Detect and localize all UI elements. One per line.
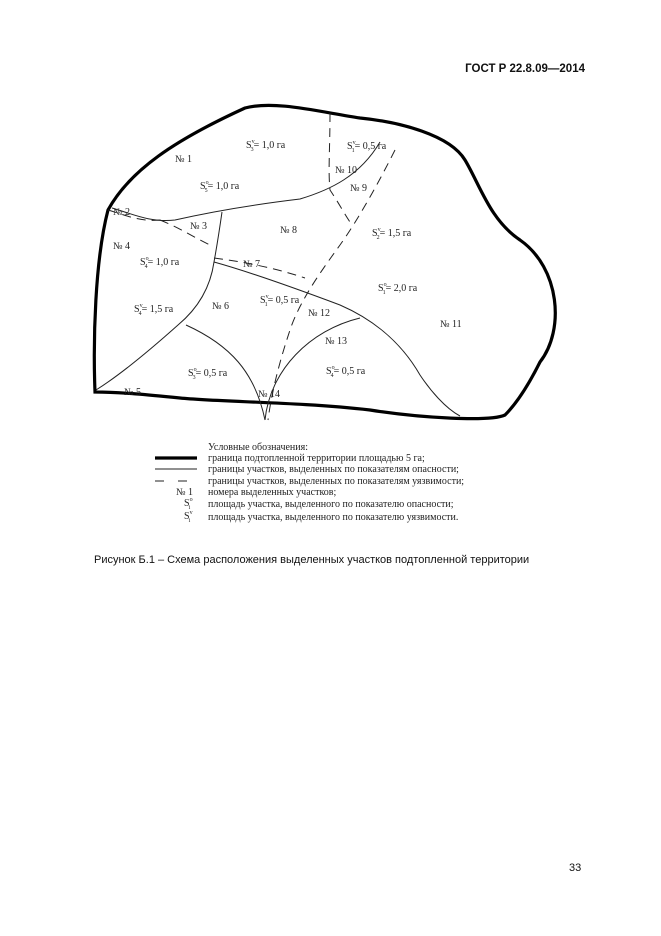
hazard-boundaries: [95, 141, 461, 421]
parcel-label-9: № 9: [350, 183, 367, 194]
vuln-line-n2: [107, 209, 161, 221]
legend-item-text: площадь участка, выделенного по показате…: [208, 499, 454, 510]
parcel-label-10: № 10: [335, 165, 357, 176]
legend-item-text: границы участков, выделенных по показате…: [208, 464, 459, 475]
hazard-line-center-vertical: [95, 211, 223, 391]
hazard-line-top: [111, 141, 381, 222]
hazard-line-middle: [213, 261, 461, 417]
standard-header: ГОСТ Р 22.8.09—2014: [465, 63, 585, 75]
parcel-labels: № 1 № 2 № 3 № 4 № 5 № 6 № 7 № 8 № 9 № 10…: [113, 154, 462, 400]
parcel-label-2: № 2: [113, 207, 130, 218]
figure-caption: Рисунок Б.1 – Схема расположения выделен…: [94, 554, 530, 566]
vuln-line-vertical: [328, 112, 351, 223]
vuln-line-n3: [159, 219, 211, 246]
parcel-label-8: № 8: [280, 225, 297, 236]
parcel-label-3: № 3: [190, 221, 207, 232]
flooded-territory-boundary: [92, 103, 557, 421]
vuln-line-n7: [213, 257, 306, 279]
page-number: 33: [569, 862, 582, 874]
legend-item-text: граница подтопленной территории площадью…: [208, 453, 425, 464]
parcel-label-7: № 7: [243, 259, 260, 270]
vulnerability-boundaries: [107, 112, 396, 421]
legend-item-text: границы участков, выделенных по показате…: [208, 476, 464, 487]
parcel-label-13: № 13: [325, 336, 347, 347]
flood-zone-map-figure: № 1 № 2 № 3 № 4 № 5 № 6 № 7 № 8 № 9 № 10…: [92, 103, 557, 524]
map-legend: Условные обозначения: граница подтопленн…: [155, 442, 464, 524]
legend-title: Условные обозначения:: [208, 442, 308, 453]
hazard-arc-right: [264, 317, 361, 421]
parcel-label-6: № 6: [212, 301, 229, 312]
legend-item-text: номера выделенных участков;: [208, 487, 337, 498]
vuln-line-diagonal: [267, 149, 396, 421]
parcel-label-4: № 4: [113, 241, 130, 252]
legend-symbol-number: № 1: [176, 487, 193, 498]
parcel-label-14: № 14: [258, 389, 280, 400]
parcel-label-12: № 12: [308, 308, 330, 319]
parcel-label-5: № 5: [124, 387, 141, 398]
parcel-label-11: № 11: [440, 319, 462, 330]
legend-item-text: площадь участка, выделенного по показате…: [208, 512, 458, 523]
parcel-label-1: № 1: [175, 154, 192, 165]
hazard-arc-left: [185, 324, 266, 421]
